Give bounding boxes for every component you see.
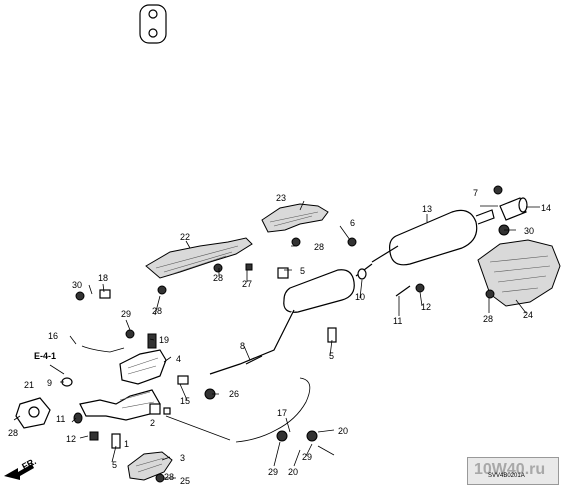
reference-label: E-4-1 — [34, 351, 65, 375]
callout-20-b: 20 — [288, 467, 298, 477]
sensor-wires — [81, 345, 311, 443]
callout-22: 22 — [180, 232, 190, 242]
rear-muffler-13 — [371, 209, 495, 266]
callout-21: 21 — [24, 380, 34, 390]
callout-30-a: 30 — [72, 280, 82, 290]
direction-indicator: FR. — [4, 456, 38, 480]
callout-20-a: 20 — [338, 426, 348, 436]
callout-5-a: 5 — [112, 460, 117, 470]
front-arrow-icon — [4, 464, 34, 480]
callout-4: 4 — [176, 354, 181, 364]
callout-7: 7 — [473, 188, 478, 198]
callout-12-a: 12 — [66, 434, 76, 444]
heat-shield-23 — [261, 203, 329, 233]
heat-shield-22 — [145, 237, 253, 279]
callout-6: 6 — [350, 218, 355, 228]
callout-19: 19 — [159, 335, 169, 345]
direction-text: FR. — [20, 456, 37, 472]
callout-3: 3 — [180, 453, 185, 463]
callout-25: 25 — [180, 476, 190, 486]
callout-8: 8 — [240, 341, 245, 351]
callout-11-a: 11 — [56, 414, 65, 424]
center-pipe-8 — [209, 263, 373, 375]
callout-9: 9 — [47, 378, 52, 388]
callout-1: 1 — [124, 439, 129, 449]
reference-text: E-4-1 — [34, 351, 56, 361]
front-pipe-1 — [79, 389, 161, 421]
watermark-site: 10W40.ru — [474, 461, 546, 478]
callout-28-e: 28 — [8, 428, 18, 438]
heat-shield-24 — [477, 239, 561, 307]
callout-11-b: 11 — [393, 316, 402, 326]
callout-2: 2 — [150, 418, 155, 428]
callout-5-c: 5 — [329, 351, 334, 361]
callout-28-d: 28 — [483, 314, 493, 324]
callout-27: 27 — [242, 279, 252, 289]
callout-18: 18 — [98, 273, 108, 283]
callout-5-b: 5 — [300, 266, 305, 276]
flange-21 — [15, 397, 51, 429]
callout-30-b: 30 — [524, 226, 534, 236]
callout-numbers: 1 2 3 4 5 5 5 6 7 8 9 10 11 11 12 12 13 … — [8, 188, 551, 486]
callout-14: 14 — [541, 203, 551, 213]
watermark: 10W40.ru SVV4B0201A — [467, 457, 559, 485]
callout-15: 15 — [180, 396, 190, 406]
callout-24: 24 — [523, 310, 533, 320]
callout-12-b: 12 — [421, 302, 431, 312]
leader-lines — [13, 200, 540, 479]
callout-23: 23 — [276, 193, 286, 203]
heat-shield-3 — [127, 451, 173, 481]
tail-pipe-14 — [499, 197, 528, 221]
callout-10: 10 — [355, 292, 365, 302]
callout-13: 13 — [422, 204, 432, 214]
callout-29-c: 29 — [302, 452, 312, 462]
callout-26: 26 — [229, 389, 239, 399]
diagram-code: SVV4B0201A — [488, 473, 525, 479]
rubber-hanger-top — [139, 4, 167, 44]
callout-28-f: 28 — [164, 472, 174, 482]
callout-28-b: 28 — [213, 273, 223, 283]
callout-29-b: 29 — [268, 467, 278, 477]
callout-28-c: 28 — [314, 242, 324, 252]
catalytic-converter-4 — [119, 349, 167, 385]
callout-29-a: 29 — [121, 309, 131, 319]
small-parts — [61, 185, 510, 483]
callout-16: 16 — [48, 331, 58, 341]
callout-28-a: 28 — [152, 306, 162, 316]
callout-17: 17 — [277, 408, 287, 418]
